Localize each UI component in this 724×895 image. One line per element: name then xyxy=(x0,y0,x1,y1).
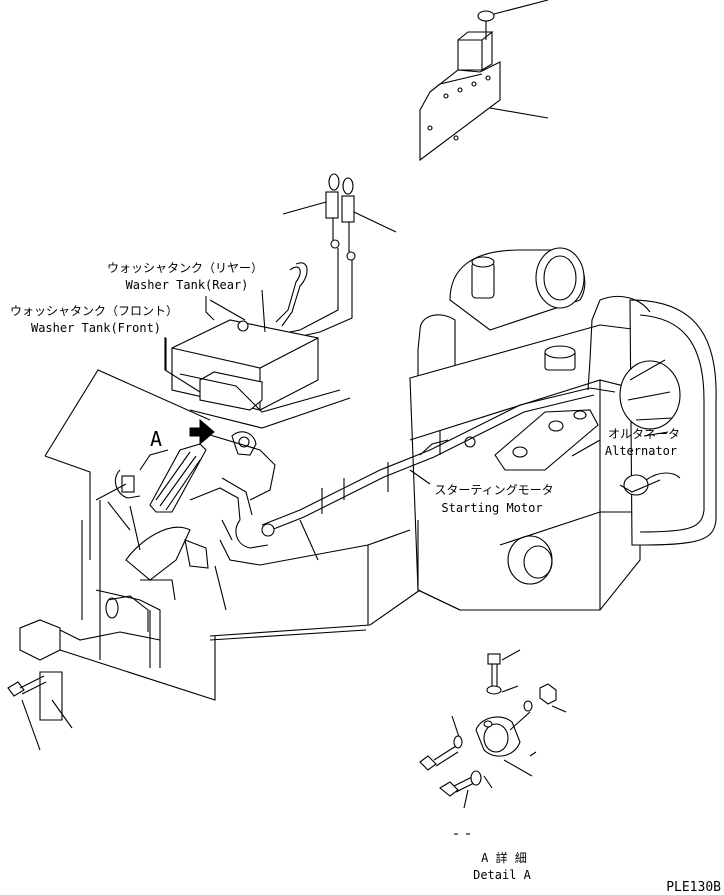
engine xyxy=(409,247,641,611)
washer-tank-rear-en-label: Washer Tank(Rear) xyxy=(126,278,249,292)
alternator-jp-label: オルタネータ xyxy=(608,427,680,441)
alternator-en-label: Alternator xyxy=(605,444,677,458)
view-arrow xyxy=(189,418,215,446)
leader-lines xyxy=(95,296,601,501)
frame xyxy=(19,369,421,721)
washer-tanks xyxy=(165,289,351,429)
left-bolt xyxy=(7,675,73,751)
washer-hose xyxy=(275,262,308,327)
washer-tank-front-jp-label: ウォッシャタンク（フロント） xyxy=(10,304,178,318)
detail-a-en-label: Detail A xyxy=(473,868,532,882)
starting-motor-en-label: Starting Motor xyxy=(441,501,542,515)
drawing-id-label: PLE130B xyxy=(666,880,721,895)
view-marker-label: A xyxy=(150,427,162,451)
detail-a-jp-label: A 詳 細 xyxy=(481,850,527,865)
washer-tank-rear-jp-label: ウォッシャタンク（リヤー） xyxy=(107,261,263,275)
detail-a-drawing xyxy=(419,649,567,835)
top-bracket xyxy=(419,0,549,162)
starting-motor-jp-label: スターティングモータ xyxy=(434,483,553,497)
left-assembly xyxy=(107,431,276,611)
washer-tank-front-en-label: Washer Tank(Front) xyxy=(31,321,161,335)
relay-pair xyxy=(249,173,397,346)
main-harness xyxy=(235,299,661,549)
